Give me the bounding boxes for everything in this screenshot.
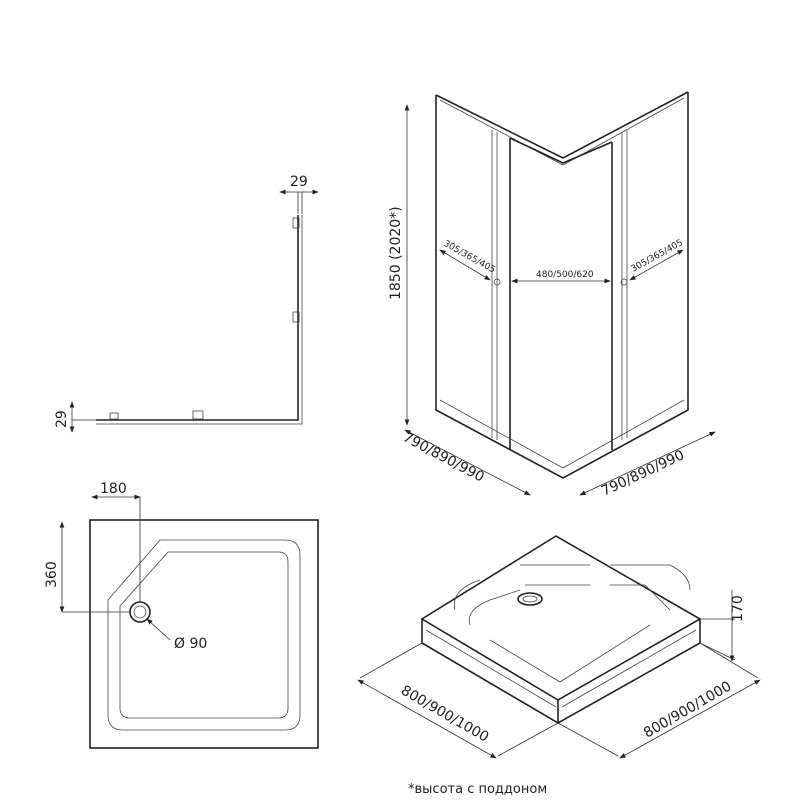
profile-outline xyxy=(96,215,299,421)
tray-height: 170 xyxy=(730,595,746,622)
drain-offset-y: 360 xyxy=(44,561,60,588)
enclosure-view: 1850 (2020*) 305/365/405 480/500/620 305… xyxy=(388,91,716,500)
left-opening: 305/365/405 xyxy=(442,239,497,276)
profile-dim-top: 29 xyxy=(290,174,308,190)
right-opening: 305/365/405 xyxy=(630,238,685,275)
plan-view: 29 29 xyxy=(54,174,319,433)
tray-iso-view: 170 800/900/1000 800/900/1000 xyxy=(357,535,761,759)
right-width: 790/890/990 xyxy=(599,447,687,499)
profile-dim-left: 29 xyxy=(54,410,70,428)
door-width: 480/500/620 xyxy=(536,270,594,280)
drain-offset-x: 180 xyxy=(100,481,127,497)
tray-left-size: 800/900/1000 xyxy=(398,683,491,746)
left-width: 790/890/990 xyxy=(400,429,487,485)
footnote: *высота с поддоном xyxy=(408,782,547,797)
tray-top-view: 180 360 Ø 90 xyxy=(44,481,319,749)
enclosure-height: 1850 (2020*) xyxy=(388,206,404,300)
drain-diameter: Ø 90 xyxy=(174,636,207,652)
tray-right-size: 800/900/1000 xyxy=(641,678,734,741)
